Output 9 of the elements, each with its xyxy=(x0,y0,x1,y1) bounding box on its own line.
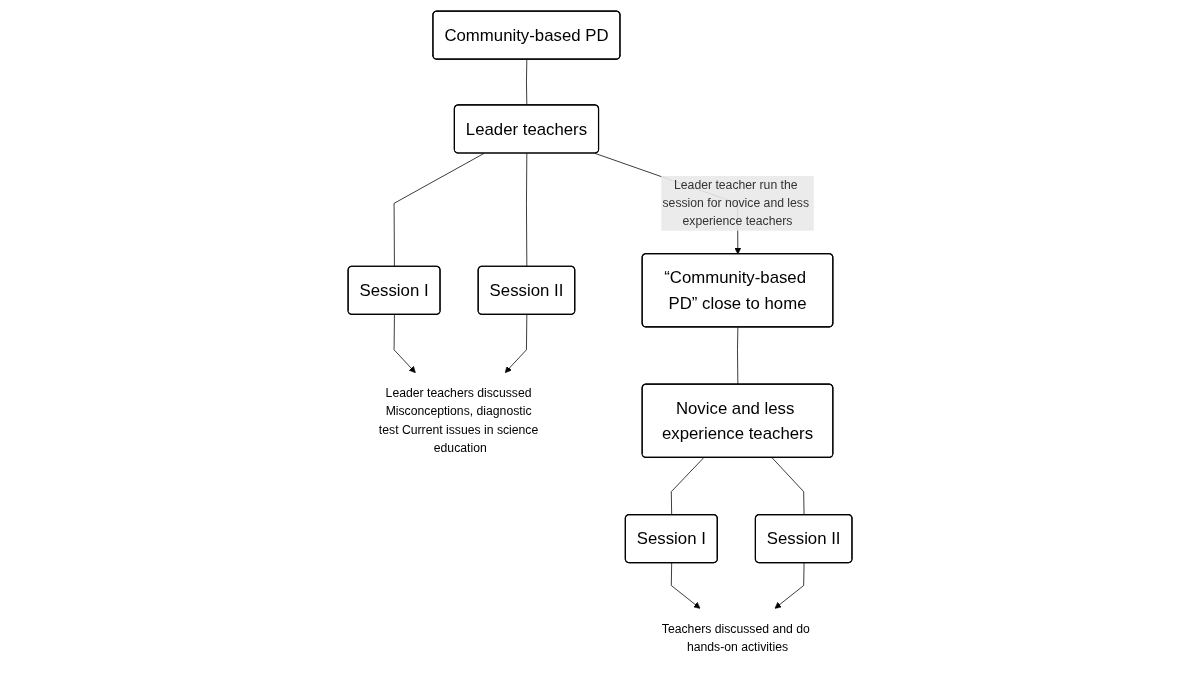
node-text: Leader teachers discussed Misconceptions, diagnostic test Current issues in science education xyxy=(378,386,539,455)
connector xyxy=(526,59,528,106)
connector xyxy=(670,457,705,516)
edge-label: Leader teacher run the session for novice and less experience teachers xyxy=(662,178,810,228)
connector xyxy=(771,457,805,516)
node-text: Teachers discussed and do hands-on activities xyxy=(661,622,810,654)
connector xyxy=(737,326,739,385)
connector xyxy=(526,153,528,267)
connector xyxy=(393,153,485,267)
